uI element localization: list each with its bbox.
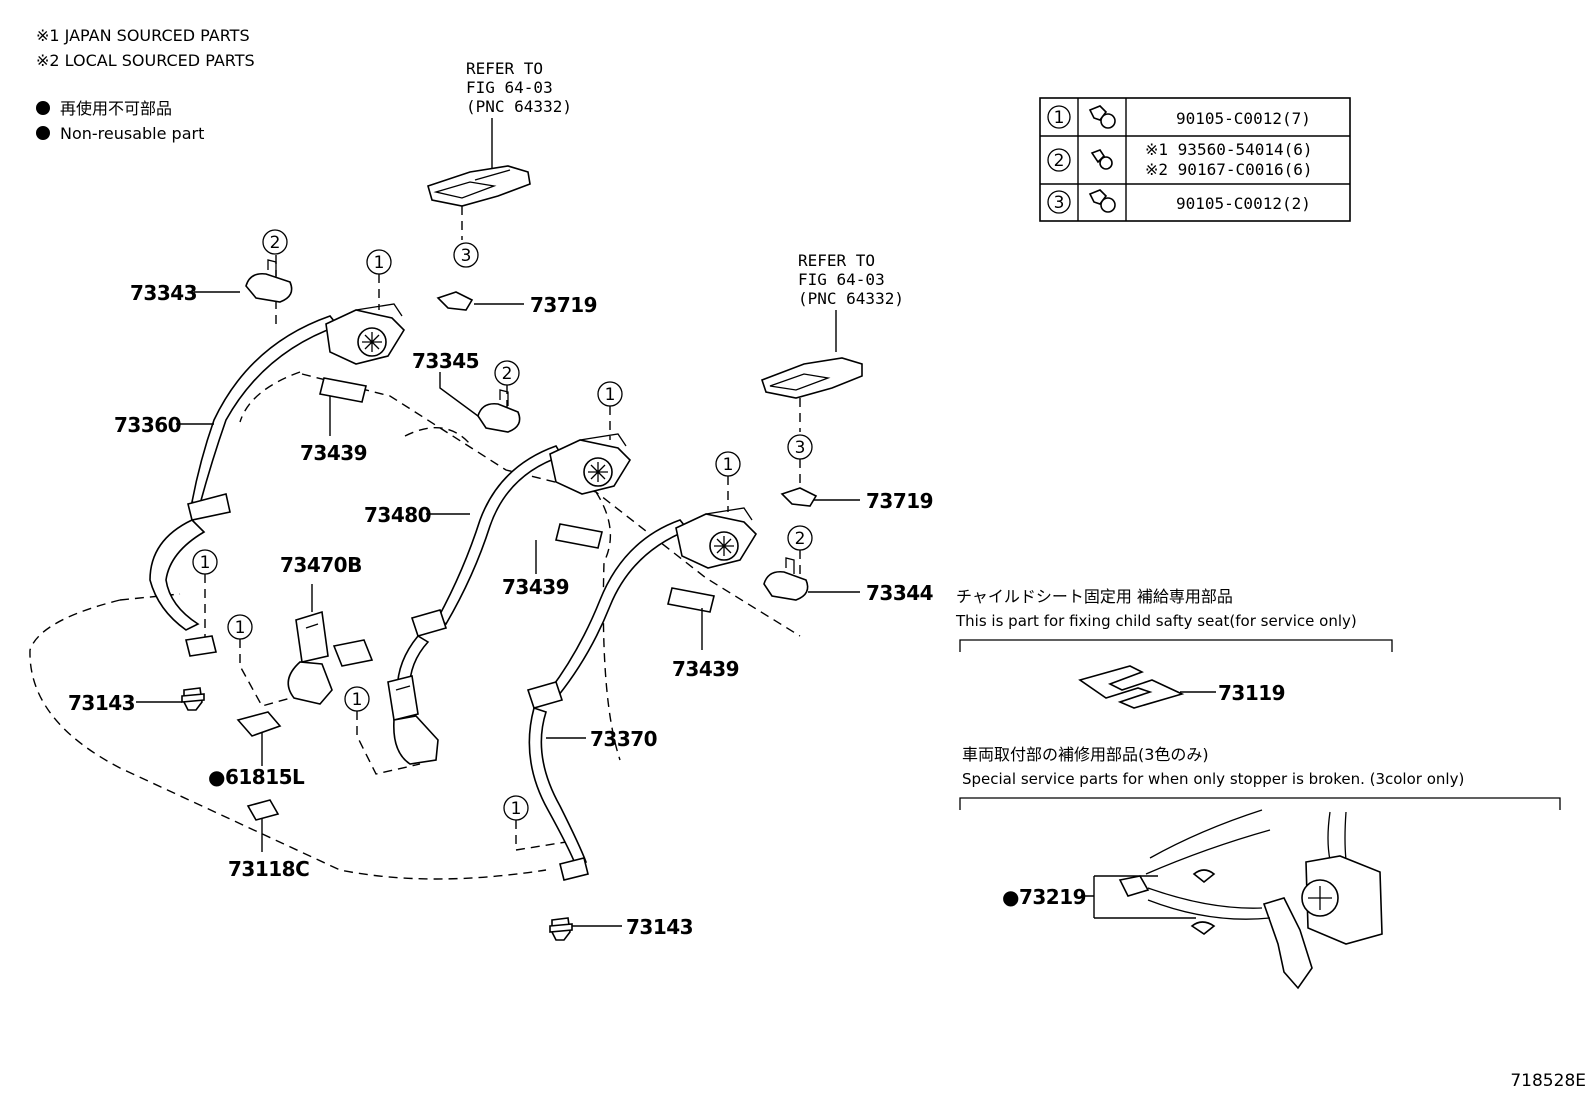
buckle-73470b-icon	[287, 610, 374, 705]
refer-right-line1: REFER TO	[798, 251, 875, 270]
bolt-icon	[1088, 189, 1116, 213]
refer-left-line1: REFER TO	[466, 59, 543, 78]
svg-text:2: 2	[502, 364, 513, 384]
legend-non-reusable-en: Non-reusable part	[60, 124, 204, 143]
figure-id: 718528E	[1510, 1071, 1586, 1091]
refer-right-line2: FIG 64-03	[798, 270, 885, 289]
legend-non-reusable-jp: 再使用不可部品	[60, 99, 172, 118]
part-number: 73470B	[280, 553, 362, 577]
refer-left-line2: FIG 64-03	[466, 78, 553, 97]
anchor-bolt-73143-icon	[181, 687, 573, 941]
non-reusable-dot-icon	[36, 101, 50, 115]
part-number: 73719	[530, 293, 597, 317]
part-number: 73118C	[228, 857, 309, 881]
part-number-labels: 73343 73719 73345 73360 73439 73480 7343…	[68, 281, 934, 939]
pad-73439-icon	[319, 377, 715, 613]
part-number: 73370	[590, 727, 657, 751]
legend-local-sourced: ※2 LOCAL SOURCED PARTS	[36, 51, 255, 70]
table-part-number: ※1 93560-54014(6)	[1145, 140, 1313, 159]
svg-text:2: 2	[270, 233, 281, 253]
non-reusable-dot-icon	[36, 126, 50, 140]
part-number: 73480	[364, 503, 431, 527]
label-61815l-icon	[236, 711, 282, 737]
part-number-73119: 73119	[1218, 681, 1285, 705]
callout-markers: 2 1 3 2 1 1 3 2 1 1 1 1	[192, 229, 813, 821]
part-number: 73360	[114, 413, 181, 437]
table-part-number: 90105-C0012(2)	[1176, 194, 1311, 213]
svg-text:1: 1	[352, 690, 363, 710]
trim-cover-right-icon	[760, 357, 863, 399]
part-number: ●61815L	[208, 765, 305, 789]
guide-73345-icon	[477, 389, 521, 433]
child-seat-bracket-73119-icon	[1078, 665, 1185, 709]
refer-right-line3: (PNC 64332)	[798, 289, 904, 308]
svg-text:1: 1	[374, 253, 385, 273]
table-part-number: 90105-C0012(7)	[1176, 109, 1311, 128]
svg-text:1: 1	[200, 553, 211, 573]
retractor-icon	[325, 303, 406, 365]
callout-2-icon	[1047, 148, 1071, 172]
svg-text:1: 1	[511, 799, 522, 819]
table-row-num: 1	[1054, 108, 1065, 128]
part-number: 73439	[502, 575, 569, 599]
svg-text:1: 1	[235, 618, 246, 638]
refer-left-line3: (PNC 64332)	[466, 97, 572, 116]
part-number: 73345	[412, 349, 479, 373]
callout-3-icon	[1047, 190, 1071, 214]
part-number: 73343	[130, 281, 197, 305]
retractor-icon	[675, 507, 758, 569]
seat-belt-73370-icon	[526, 507, 758, 881]
clip-73719-icon	[436, 291, 818, 507]
svg-text:1: 1	[605, 385, 616, 405]
bolt-icon	[1088, 105, 1116, 129]
svg-text:2: 2	[795, 529, 806, 549]
table-row-num: 2	[1054, 151, 1065, 171]
part-number: 73143	[68, 691, 135, 715]
table-part-number: ※2 90167-C0016(6)	[1145, 160, 1313, 179]
part-number: 73439	[672, 657, 739, 681]
table-row-num: 3	[1054, 193, 1065, 213]
stopper-assembly-icon	[1118, 809, 1383, 990]
svg-text:3: 3	[461, 246, 472, 266]
child-seat-bracket	[959, 639, 1393, 652]
retractor-icon	[549, 433, 632, 495]
trim-cover-left-icon	[427, 165, 531, 207]
child-seat-title-jp: チャイルドシート固定用 補給専用部品	[956, 587, 1233, 606]
part-number: 73439	[300, 441, 367, 465]
stopper-title-en: Special service parts for when only stop…	[962, 770, 1464, 788]
bolt-icon	[1090, 149, 1113, 170]
part-number: 73143	[626, 915, 693, 939]
part-number: 73719	[866, 489, 933, 513]
seat-belt-73360-icon	[149, 303, 406, 657]
stopper-bracket	[959, 797, 1561, 810]
part-number: 73344	[866, 581, 933, 605]
svg-text:1: 1	[723, 455, 734, 475]
child-seat-title-en: This is part for fixing child safty seat…	[955, 612, 1357, 630]
legend-japan-sourced: ※1 JAPAN SOURCED PARTS	[36, 26, 250, 45]
stopper-title-jp: 車両取付部の補修用部品(3色のみ)	[962, 745, 1209, 764]
callout-1-icon	[1047, 105, 1071, 129]
clip-73118c-icon	[246, 799, 280, 821]
buckle-middle-icon	[387, 675, 439, 765]
guide-73344-icon	[763, 557, 809, 601]
part-number-73219: ●73219	[1002, 885, 1086, 909]
fastener-table: 1 2 3 90105-C0012(7) ※1 93560-54014(6) ※…	[1039, 97, 1351, 222]
guide-73343-icon	[245, 259, 293, 303]
svg-text:3: 3	[795, 438, 806, 458]
